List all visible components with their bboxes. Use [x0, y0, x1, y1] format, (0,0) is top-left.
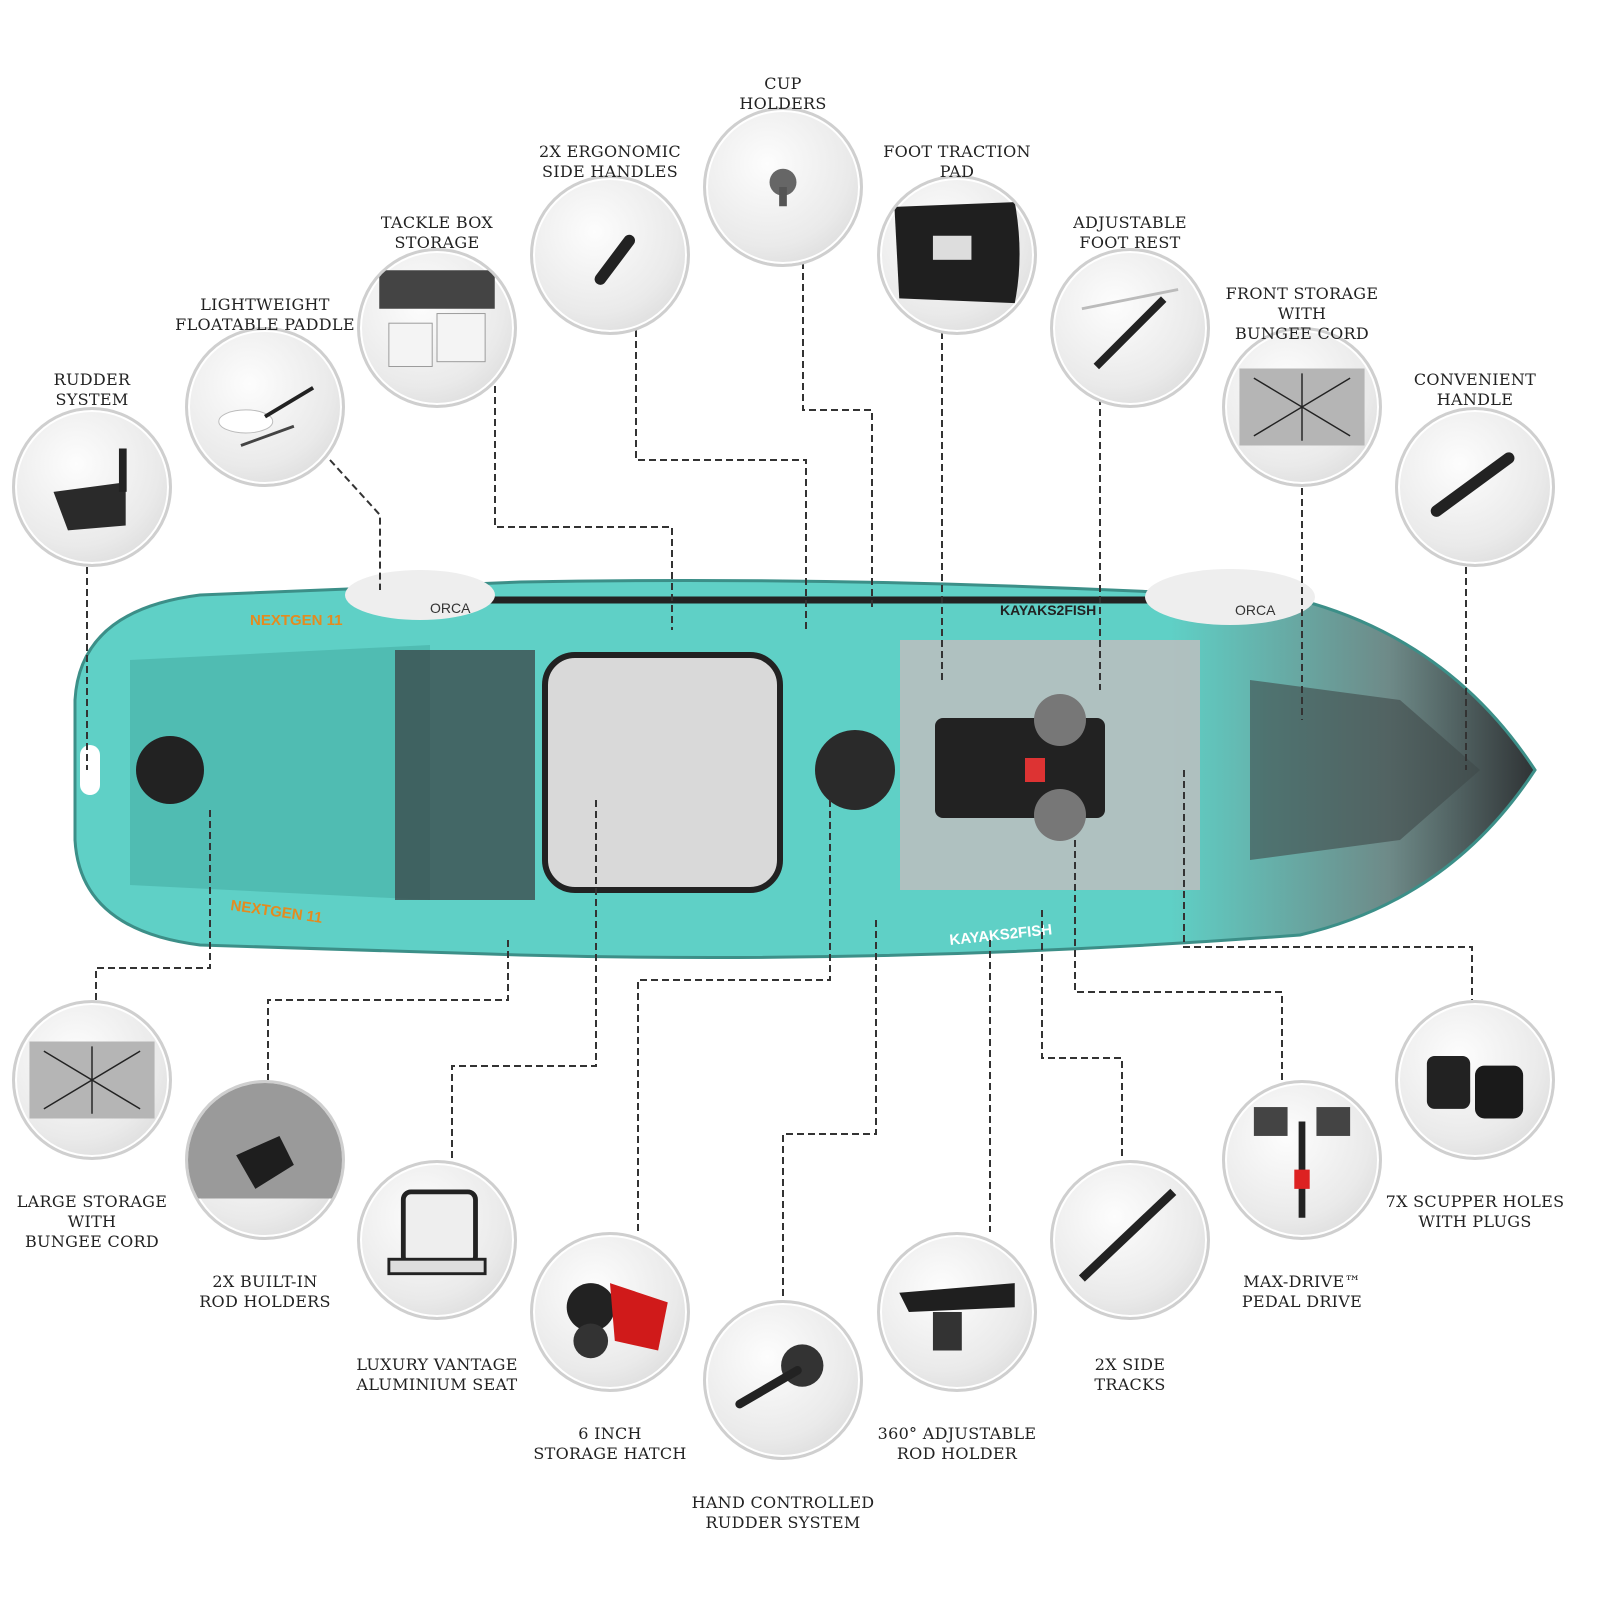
side-handles-image [530, 175, 690, 335]
label-line: WITH PLUGS [1418, 1212, 1532, 1231]
bungee-storage-icon [29, 1041, 155, 1119]
pedal-drive-icon [1253, 1107, 1351, 1218]
label-line: BUNGEE CORD [24, 1232, 159, 1251]
label-line: SYSTEM [55, 390, 129, 409]
label-line: BUNGEE CORD [1234, 324, 1369, 343]
hatch-icon [566, 1283, 668, 1359]
label-line: WITH [1277, 304, 1327, 323]
label-line: FLOATABLE PADDLE [175, 315, 355, 334]
label-line: STORAGE [394, 233, 480, 252]
svg-text:KAYAKS2FISH: KAYAKS2FISH [1000, 602, 1096, 618]
handle-icon [594, 234, 636, 285]
label-line: FOOT REST [1079, 233, 1181, 252]
cup-holder-icon [769, 168, 797, 207]
label-line: ROD HOLDERS [199, 1292, 331, 1311]
label-line: 6 INCH [578, 1424, 642, 1443]
label-line: MAX-DRIVE™ [1243, 1272, 1361, 1291]
label-line: 7X SCUPPER HOLES [1385, 1192, 1565, 1211]
label-line: 2X ERGONOMIC [539, 142, 681, 161]
flush-rod-holder-icon [188, 1083, 342, 1199]
pedal-drive-image [1222, 1080, 1382, 1240]
label-line: HOLDERS [739, 94, 827, 113]
label-line: PAD [939, 162, 975, 181]
seat-image [357, 1160, 517, 1320]
paddle-image [185, 327, 345, 487]
hatch-image [530, 1232, 690, 1392]
svg-text:ORCA: ORCA [1235, 602, 1276, 618]
foot-rest-image [1050, 248, 1210, 408]
svg-text:ORCA: ORCA [430, 600, 471, 616]
label-line: TRACKS [1094, 1375, 1166, 1394]
label-line: RUDDER [53, 370, 131, 389]
label-line: HANDLE [1436, 390, 1514, 409]
foot-traction-pad-image [877, 175, 1037, 335]
hand-rudder-image [703, 1300, 863, 1460]
label-line: LUXURY VANTAGE [356, 1355, 518, 1374]
scupper-plug-icon [1426, 1055, 1524, 1119]
label-line: CONVENIENT [1413, 370, 1537, 389]
label-line: ADJUSTABLE [1073, 213, 1187, 232]
bungee-storage-icon [1239, 368, 1365, 446]
large-storage-image [12, 1000, 172, 1160]
label-line: CUP [764, 74, 802, 93]
label-line: 360° ADJUSTABLE [877, 1424, 1037, 1443]
label-line: FRONT STORAGE [1225, 284, 1379, 303]
svg-text:NEXTGEN 11: NEXTGEN 11 [250, 612, 343, 629]
foot-rest-icon [1081, 288, 1179, 370]
label-line: 2X SIDE [1094, 1355, 1166, 1374]
cup-holders-image [703, 107, 863, 267]
label-line: WITH [67, 1212, 117, 1231]
label-line: LIGHTWEIGHT [200, 295, 330, 314]
label-line: HAND CONTROLLED [691, 1493, 875, 1512]
rod-holder-icon [899, 1283, 1015, 1351]
rudder-lever-icon [735, 1344, 824, 1409]
label-line: SIDE HANDLES [541, 162, 679, 181]
label-line: RUDDER SYSTEM [705, 1513, 861, 1532]
label-line: LARGE STORAGE [16, 1192, 168, 1211]
front-storage-image [1222, 327, 1382, 487]
convenient-handle-image [1395, 407, 1555, 567]
track-icon [1078, 1188, 1177, 1282]
label-line: ROD HOLDER [896, 1444, 1018, 1463]
leader-lines [86, 262, 1473, 1300]
label-line: 2X BUILT-IN [212, 1272, 318, 1291]
paddle-icon [218, 386, 315, 447]
rudder-icon [53, 448, 127, 531]
kayak-hull: ORCA ORCA NEXTGEN 11 NEXTGEN 11 KAYAKS2F… [73, 569, 1537, 959]
side-tracks-image [1050, 1160, 1210, 1320]
tackle-box-image [357, 248, 517, 408]
carry-handle-icon [1430, 452, 1515, 517]
adjustable-rod-holder-image [877, 1232, 1037, 1392]
label-line: PEDAL DRIVE [1241, 1292, 1363, 1311]
scupper-plugs-image [1395, 1000, 1555, 1160]
label-line: STORAGE HATCH [533, 1444, 687, 1463]
label-line: ALUMINIUM SEAT [356, 1375, 518, 1394]
seat-icon [387, 1189, 487, 1276]
label-line: FOOT TRACTION [883, 142, 1031, 161]
traction-pad-icon [894, 202, 1020, 304]
tackle-box-icon [379, 270, 495, 367]
rod-holders-image [185, 1080, 345, 1240]
rudder-system-image [12, 407, 172, 567]
label-line: TACKLE BOX [380, 213, 494, 232]
